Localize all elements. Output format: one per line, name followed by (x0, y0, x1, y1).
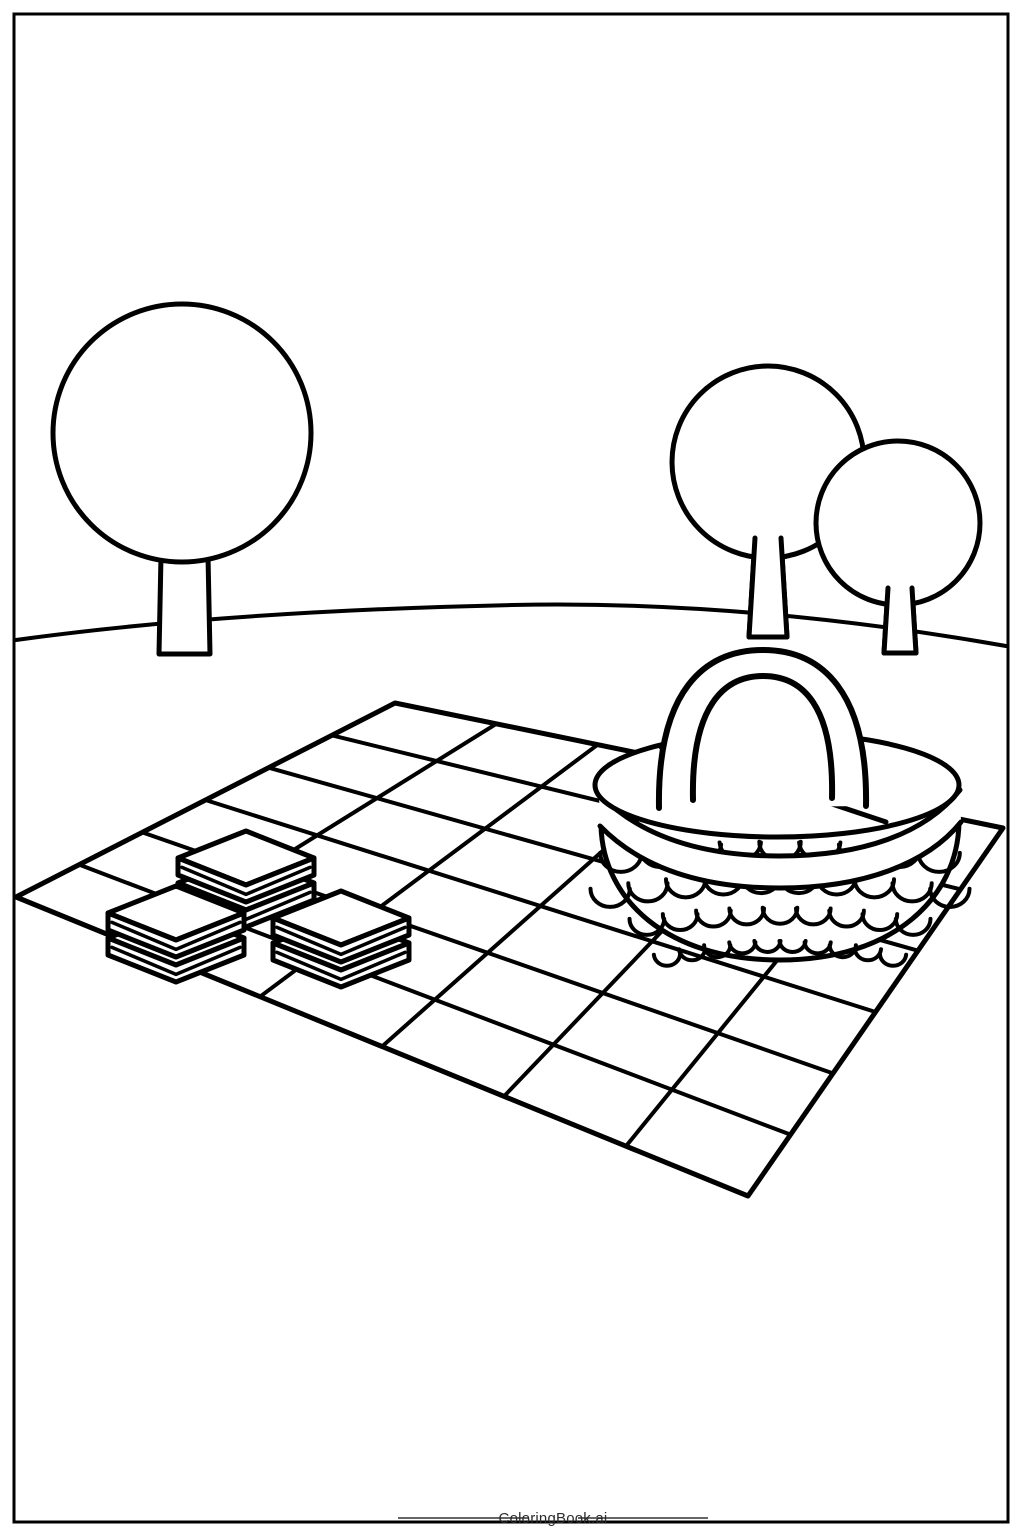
basket-scale (664, 877, 708, 900)
basket-handle-outer-edge (655, 647, 870, 811)
picnic-basket (588, 647, 972, 968)
basket-scale (916, 850, 962, 874)
sandwich-stack (105, 828, 412, 990)
basket-scale (893, 916, 933, 937)
sandwich-right (270, 888, 412, 990)
footer: ColoringBook.ai (398, 1510, 708, 1527)
blanket-grid-line-v3 (203, 798, 878, 1014)
basket-scale (598, 850, 644, 874)
sandwich-right-top-slice-filling-line (275, 925, 407, 957)
page-border-frame (12, 12, 1010, 1524)
scene-group (13, 301, 1008, 1199)
footer-brand-text: ColoringBook.ai (499, 1510, 608, 1527)
basket-scale (677, 947, 708, 963)
basket-handle-inner-edge (689, 673, 836, 803)
basket-scale (651, 952, 682, 968)
basket-rim-fill (599, 790, 961, 888)
basket-scale (694, 908, 733, 929)
tree-right-canopy (813, 438, 983, 608)
basket-scale (878, 952, 909, 968)
tree-middle-trunk-front (746, 535, 790, 640)
sandwich-left-bottom-slice-filling-line (110, 945, 242, 977)
basket-scale (627, 916, 667, 937)
tree-left-trunk (156, 553, 213, 657)
basket-scale (660, 912, 700, 933)
sandwich-left-top-slice-filling-line (110, 920, 242, 952)
sandwich-right-bottom-slice-filling-line (275, 950, 407, 982)
basket-rim-bottom-edge (597, 819, 964, 891)
basket-body-outline (598, 819, 962, 963)
tree-right-trunk-front (881, 585, 919, 656)
tree-left-canopy (50, 301, 314, 565)
sandwich-left (105, 883, 247, 985)
basket-rim-top-edge (596, 787, 963, 859)
basket-scale (588, 886, 632, 909)
tree-left (50, 301, 314, 657)
basket-scale (626, 881, 670, 904)
sandwich-top-top-slice-filling-line (180, 865, 312, 897)
